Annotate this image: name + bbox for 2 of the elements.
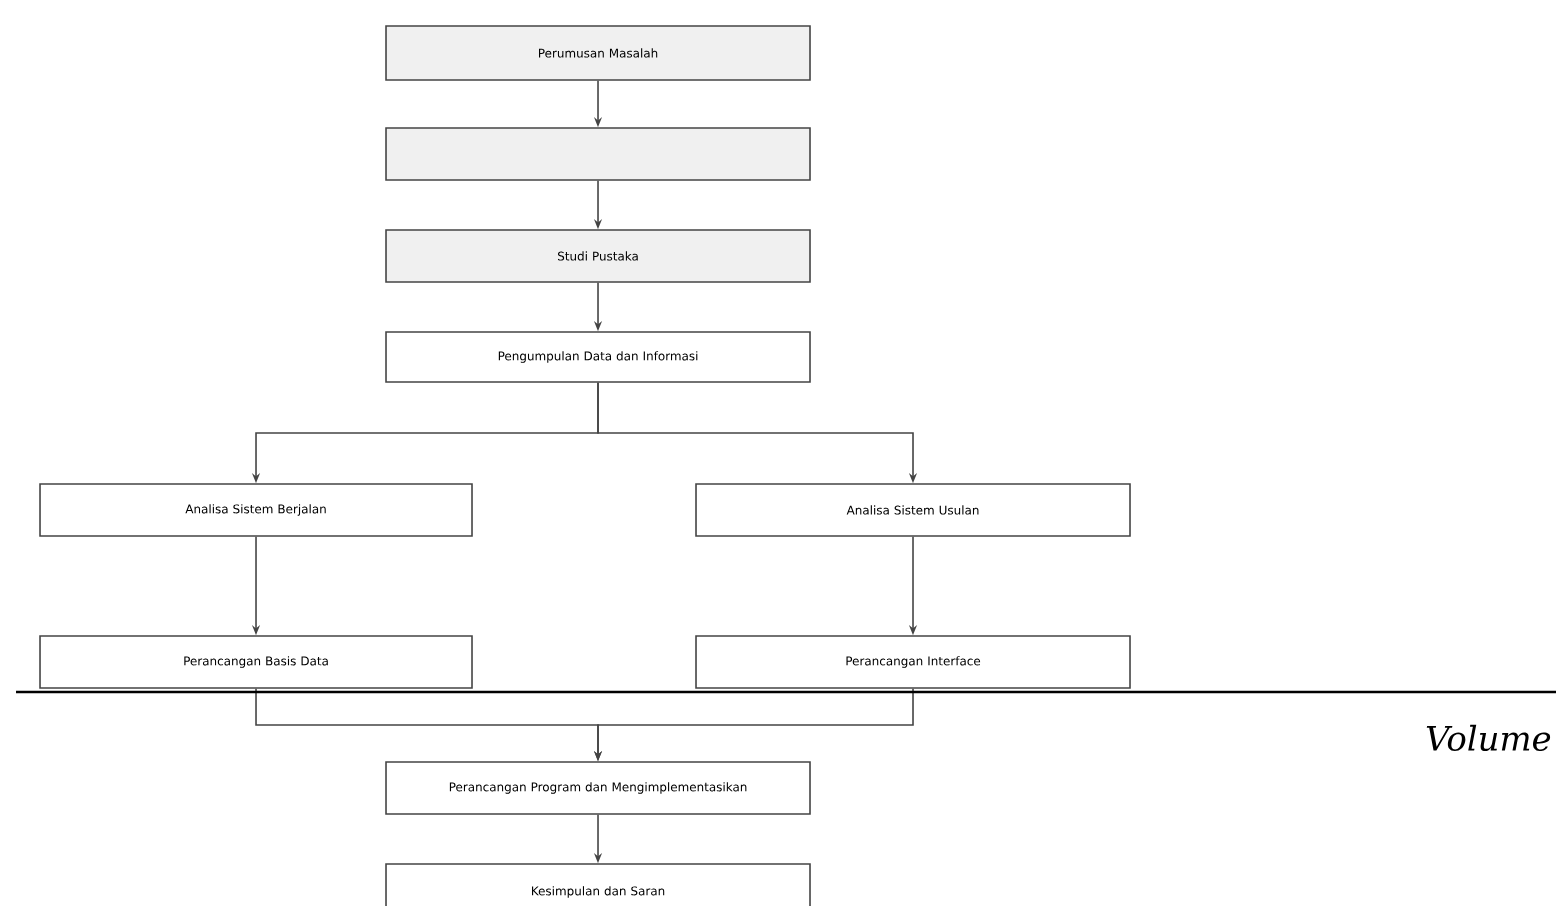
header-text: Volume [1426, 724, 1551, 752]
process-box [385, 127, 811, 181]
